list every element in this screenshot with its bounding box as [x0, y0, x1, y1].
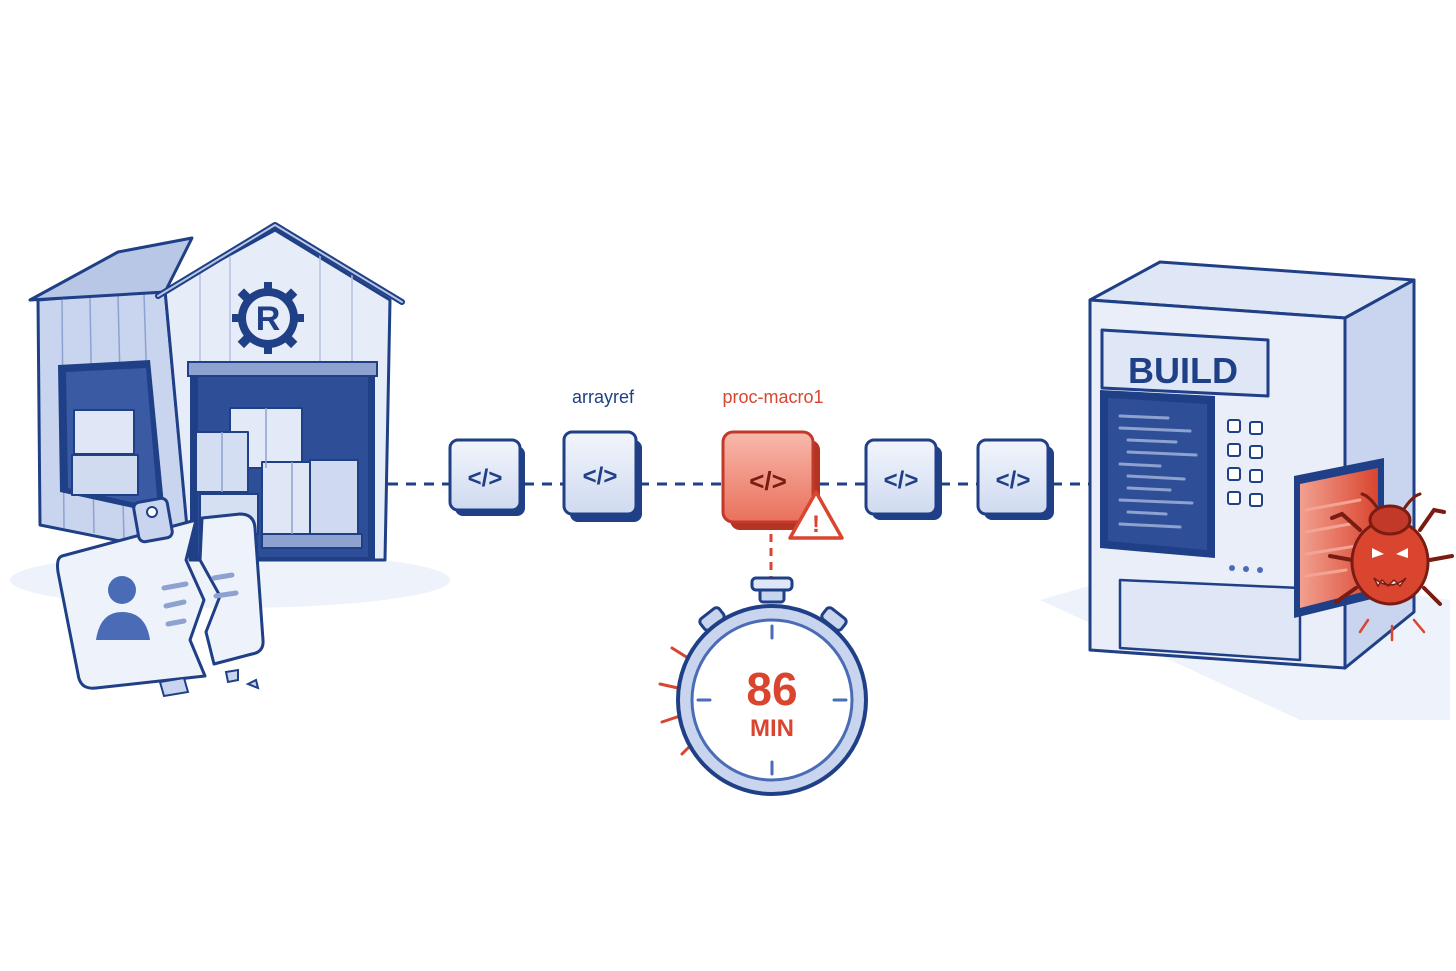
warning-glyph: ! [812, 511, 820, 538]
package-label-arrayref: arrayref [572, 387, 635, 407]
package-4: </> [864, 438, 942, 520]
build-machine: BUILD [1040, 260, 1450, 720]
bug-icon [1328, 492, 1454, 642]
package-label-proc-macro1: proc-macro1 [722, 387, 823, 407]
rust-logo-icon: R [232, 282, 304, 354]
warning-icon: ! [788, 490, 844, 540]
build-label: BUILD [1128, 350, 1238, 391]
code-package-icon: </> [749, 466, 787, 496]
build-screen [1100, 390, 1215, 558]
code-package-icon: </> [996, 467, 1031, 494]
package-1: </> [448, 438, 525, 516]
broken-id-badge [56, 496, 265, 698]
package-proc-macro1: proc-macro1 </> ! [721, 387, 844, 578]
build-keypad [1227, 419, 1263, 507]
code-package-icon: </> [583, 463, 618, 490]
code-package-icon: </> [884, 467, 919, 494]
package-arrayref: arrayref </> [562, 387, 642, 522]
crate-warehouse: R [10, 222, 450, 608]
timer-unit: MIN [750, 715, 794, 742]
timer-value: 86 [746, 663, 797, 715]
code-package-icon: </> [468, 465, 503, 492]
stopwatch-icon: 86 MIN [658, 576, 868, 796]
dependency-chain: </> arrayref </> proc-macro1 </> ! [388, 387, 1144, 578]
package-5: </> [976, 438, 1054, 520]
rust-logo-letter: R [256, 300, 281, 338]
id-badge-icon [56, 496, 265, 698]
